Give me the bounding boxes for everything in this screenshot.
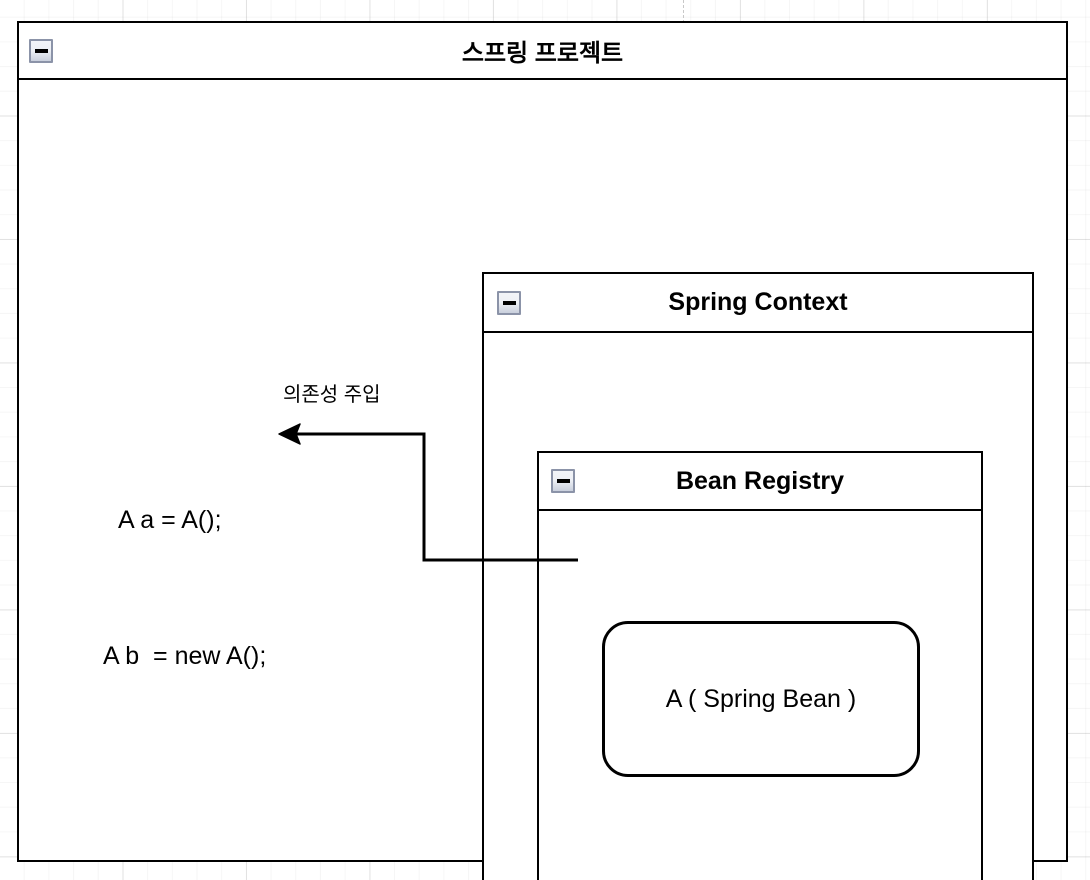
minus-bar-icon (34, 48, 48, 53)
code-line-new-instance: A b = new A(); (103, 642, 267, 670)
minus-bar-icon (502, 300, 516, 305)
code-line-dependency-injected: A a = A(); (118, 506, 222, 534)
spring-bean-label: A ( Spring Bean ) (665, 684, 857, 713)
minus-collapse-icon[interactable] (551, 469, 575, 493)
minus-collapse-icon[interactable] (497, 290, 521, 315)
bean-registry-header: Bean Registry (539, 453, 981, 511)
minus-bar-icon (556, 479, 570, 483)
bean-registry-box[interactable]: Bean Registry A ( Spring Bean ) (537, 451, 983, 880)
minus-collapse-icon[interactable] (29, 38, 53, 63)
root-frame-header: 스프링 프로젝트 (19, 23, 1066, 80)
spring-context-box[interactable]: Spring Context Bean Registry (482, 272, 1034, 880)
spring-context-header: Spring Context (484, 274, 1032, 333)
spring-bean-node[interactable]: A ( Spring Bean ) (602, 621, 920, 777)
bean-registry-title: Bean Registry (675, 466, 845, 495)
root-frame-spring-project[interactable]: 스프링 프로젝트 A a = A(); A b = new A(); Sprin… (17, 21, 1068, 880)
root-frame-title: 스프링 프로젝트 (461, 40, 624, 67)
dependency-injection-label: 의존성 주입 (283, 384, 381, 406)
spring-context-title: Spring Context (668, 288, 848, 316)
